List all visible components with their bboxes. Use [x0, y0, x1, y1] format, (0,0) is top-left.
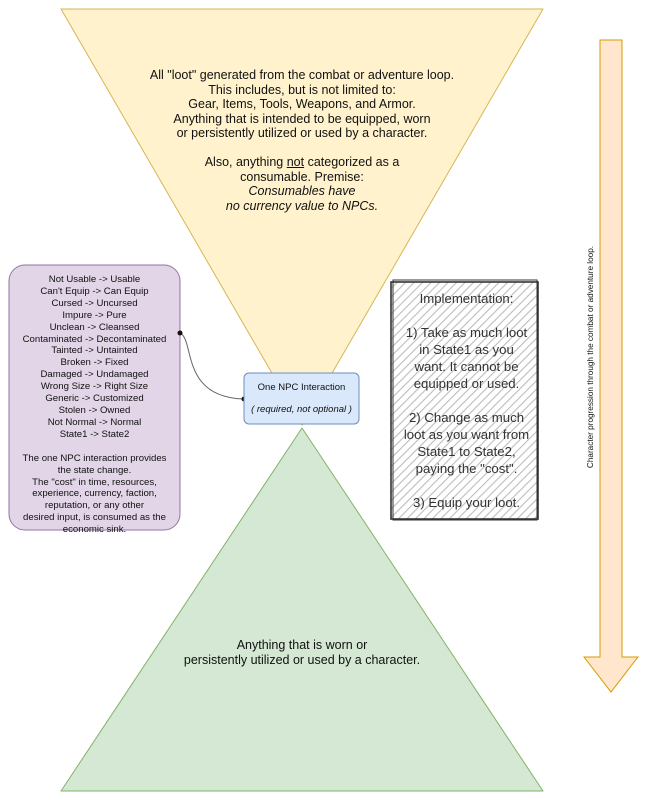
- state-note-line: the state change.: [57, 464, 132, 476]
- also-suffix: categorized as a: [304, 154, 400, 169]
- implementation-heading: Implementation:: [419, 291, 514, 306]
- also-underlined: not: [286, 154, 305, 169]
- state-item: Tainted -> Untainted: [51, 345, 138, 357]
- loot-triangle-shape[interactable]: [60, 8, 544, 426]
- state-item: Not Normal -> Normal: [47, 416, 142, 428]
- premise-line: no currency value to NPCs.: [100, 199, 504, 214]
- state-item: Cursed -> Uncursed: [51, 297, 138, 309]
- premise-italic-1: Consumables have: [248, 184, 356, 199]
- loot-line: Gear, Items, Tools, Weapons, and Armor.: [188, 97, 416, 112]
- consumable-line: consumable. Premise:: [240, 169, 364, 184]
- equipped-triangle-text: Anything that is worn or persistently ut…: [100, 638, 504, 667]
- state-item: Not Usable -> Usable: [48, 274, 141, 285]
- npc-interaction-shape[interactable]: [243, 372, 360, 425]
- implementation-text: Implementation: 1) Take as much loot in …: [395, 285, 538, 524]
- progression-label: Character progression through the combat…: [586, 245, 595, 469]
- state-item: Damaged -> Undamaged: [40, 369, 149, 381]
- step-2-line: paying the "cost".: [415, 461, 518, 476]
- step-2-line: loot as you want from: [403, 427, 530, 442]
- state-item: Contaminated -> Decontaminated: [22, 333, 167, 345]
- state-note-line: The one NPC interaction provides: [22, 452, 167, 464]
- loot-line: This includes, but is not limited to:: [208, 82, 396, 97]
- state-item: Can't Equip -> Can Equip: [40, 285, 149, 297]
- equipped-line: Anything that is worn or: [236, 638, 368, 652]
- state-item: Generic -> Customized: [45, 393, 144, 405]
- equipped-triangle-shape[interactable]: [60, 427, 544, 792]
- progression-arrow-shape[interactable]: [582, 39, 640, 693]
- state-list: Not Usable -> Usable Can't Equip -> Can …: [9, 265, 180, 535]
- premise-line: Consumables have: [100, 184, 504, 199]
- state-note-line: experience, currency, faction,: [32, 488, 157, 500]
- state-note-line: reputation, or any other: [44, 500, 145, 512]
- npc-interaction-box: One NPC Interaction ( required, not opti…: [244, 373, 359, 424]
- also-prefix: Also, anything: [204, 154, 287, 169]
- step-1-line: want. It cannot be: [414, 359, 519, 374]
- connector-line: [179, 332, 245, 400]
- state-item: Broken -> Fixed: [60, 357, 129, 369]
- step-1-line: equipped or used.: [413, 376, 520, 391]
- state-item: Wrong Size -> Right Size: [40, 381, 149, 393]
- state-item: Unclean -> Cleansed: [49, 321, 140, 333]
- state-item: Impure -> Pure: [62, 309, 127, 321]
- state-list-shape[interactable]: [8, 264, 181, 531]
- state-note-line: economic sink.: [62, 524, 127, 536]
- loot-line: Anything that is intended to be equipped…: [173, 111, 431, 126]
- loot-line: All "loot" generated from the combat or …: [149, 68, 455, 82]
- implementation-box-shape[interactable]: [390, 279, 539, 521]
- premise-italic-2: no currency value to NPCs.: [225, 198, 379, 213]
- loot-triangle-text: All "loot" generated from the combat or …: [100, 68, 504, 213]
- step-3-line: 3) Equip your loot.: [412, 495, 521, 510]
- equipped-line: persistently utilized or used by a chara…: [183, 652, 421, 667]
- step-1-line: 1) Take as much loot: [405, 325, 528, 340]
- step-2-line: State1 to State2,: [417, 444, 516, 459]
- loot-line: or persistently utilized or used by a ch…: [176, 126, 428, 141]
- step-1-line: in State1 as you: [419, 342, 514, 357]
- state-note-line: desired input, is consumed as the: [23, 512, 166, 524]
- connector-dot-start: [177, 330, 183, 336]
- npc-title: One NPC Interaction: [257, 382, 346, 393]
- state-note-line: The "cost" in time, resources,: [32, 476, 157, 488]
- npc-subtitle: ( required, not optional ): [251, 404, 352, 415]
- state-item: Stolen -> Owned: [58, 404, 131, 416]
- step-2-line: 2) Change as much: [408, 410, 525, 425]
- state-item: State1 -> State2: [59, 428, 130, 440]
- also-line: Also, anything not categorized as a: [100, 155, 504, 170]
